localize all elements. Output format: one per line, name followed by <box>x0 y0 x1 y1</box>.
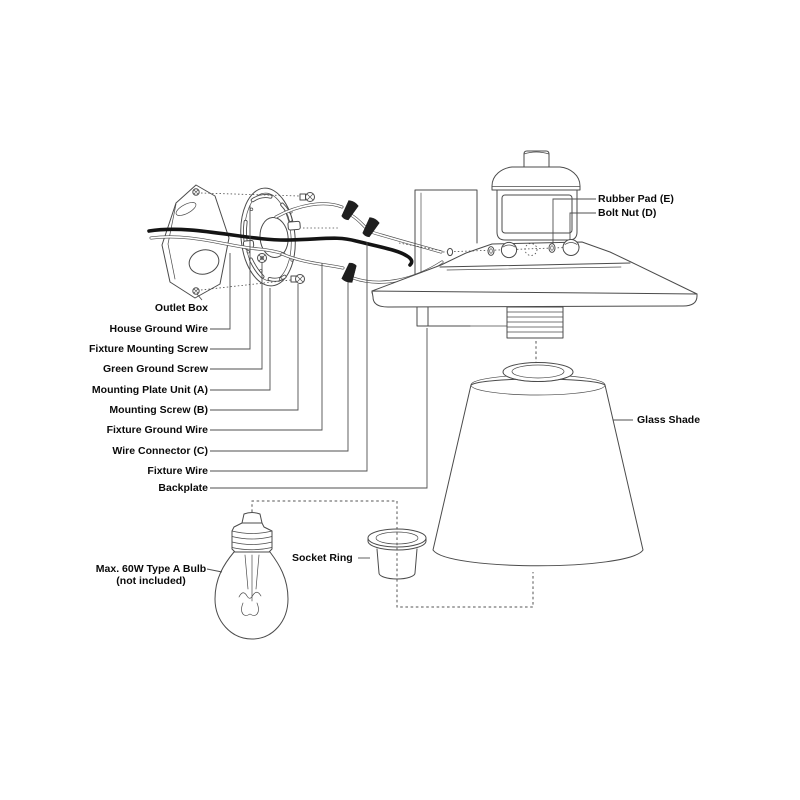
bulb-drawing <box>214 512 289 640</box>
hood-hardware-drawing <box>398 239 581 259</box>
wires-drawing <box>147 200 444 284</box>
leader-green-ground-screw <box>210 263 263 370</box>
label-glass-shade: Glass Shade <box>637 414 701 426</box>
label-max-bulb-line2: (not included) <box>116 575 186 587</box>
label-green-ground-screw: Green Ground Screw <box>102 363 208 375</box>
label-wire-connector: Wire Connector (C) <box>112 445 208 457</box>
leader-mounting-screw <box>210 284 299 411</box>
rubber-pad-small <box>446 247 454 257</box>
leader-wire-connector <box>210 282 349 452</box>
fixture-mounting-screw-drawing <box>200 192 315 202</box>
leader-fixture-mounting-screw <box>210 205 251 350</box>
sensor-knob <box>523 150 550 169</box>
rubber-pad-e <box>548 243 556 253</box>
sensor-cap <box>491 166 581 191</box>
bolt-nut <box>500 241 518 259</box>
label-fixture-wire: Fixture Wire <box>147 465 208 477</box>
label-mounting-screw: Mounting Screw (B) <box>109 404 208 416</box>
leader-lines <box>196 198 633 573</box>
bolt-nut-d <box>562 239 580 256</box>
label-house-ground-wire: House Ground Wire <box>109 323 209 335</box>
assembly-dashed-line <box>251 500 534 608</box>
label-max-bulb: Max. 60W Type A Bulb (not included) <box>78 563 224 587</box>
leader-mounting-plate-unit <box>210 288 271 391</box>
label-socket-ring: Socket Ring <box>292 552 353 564</box>
label-max-bulb-line1: Max. 60W Type A Bulb <box>95 563 207 575</box>
label-outlet-box: Outlet Box <box>154 302 208 314</box>
leader-rubber-pad <box>552 198 596 244</box>
sensor-lens <box>501 194 573 234</box>
mounting-screw-b-drawing <box>200 274 305 291</box>
socket-housing-drawing <box>506 306 564 367</box>
label-fixture-ground-wire: Fixture Ground Wire <box>106 424 208 436</box>
rubber-pad <box>487 246 495 256</box>
sensor-drawing <box>491 150 581 241</box>
wire-connector-1 <box>341 200 359 221</box>
label-mounting-plate-unit: Mounting Plate Unit (A) <box>91 384 208 396</box>
green-ground-screw-drawing <box>257 253 267 263</box>
label-rubber-pad: Rubber Pad (E) <box>598 193 674 205</box>
bulb-tip <box>241 512 263 524</box>
outlet-box-drawing <box>161 184 230 299</box>
leader-fixture-ground-wire <box>210 263 323 431</box>
label-fixture-mounting-screw: Fixture Mounting Screw <box>88 343 208 355</box>
leader-bulb <box>206 568 223 573</box>
leader-backplate <box>210 328 428 489</box>
leader-fixture-wire <box>210 242 368 472</box>
house-wire <box>147 227 414 267</box>
bulb-filament <box>238 591 262 599</box>
bolt-hole <box>524 243 538 256</box>
label-backplate: Backplate <box>158 482 208 494</box>
glass-shade-drawing <box>432 362 644 567</box>
leader-outlet-box <box>196 293 203 301</box>
wire-connector-2 <box>362 217 380 238</box>
leader-house-ground-wire <box>210 253 231 330</box>
hood-brim <box>371 290 698 308</box>
bulb-glass <box>214 551 289 640</box>
leader-bolt-nut <box>569 212 596 240</box>
label-bolt-nut: Bolt Nut (D) <box>598 207 657 219</box>
hood-drawing <box>371 241 698 308</box>
